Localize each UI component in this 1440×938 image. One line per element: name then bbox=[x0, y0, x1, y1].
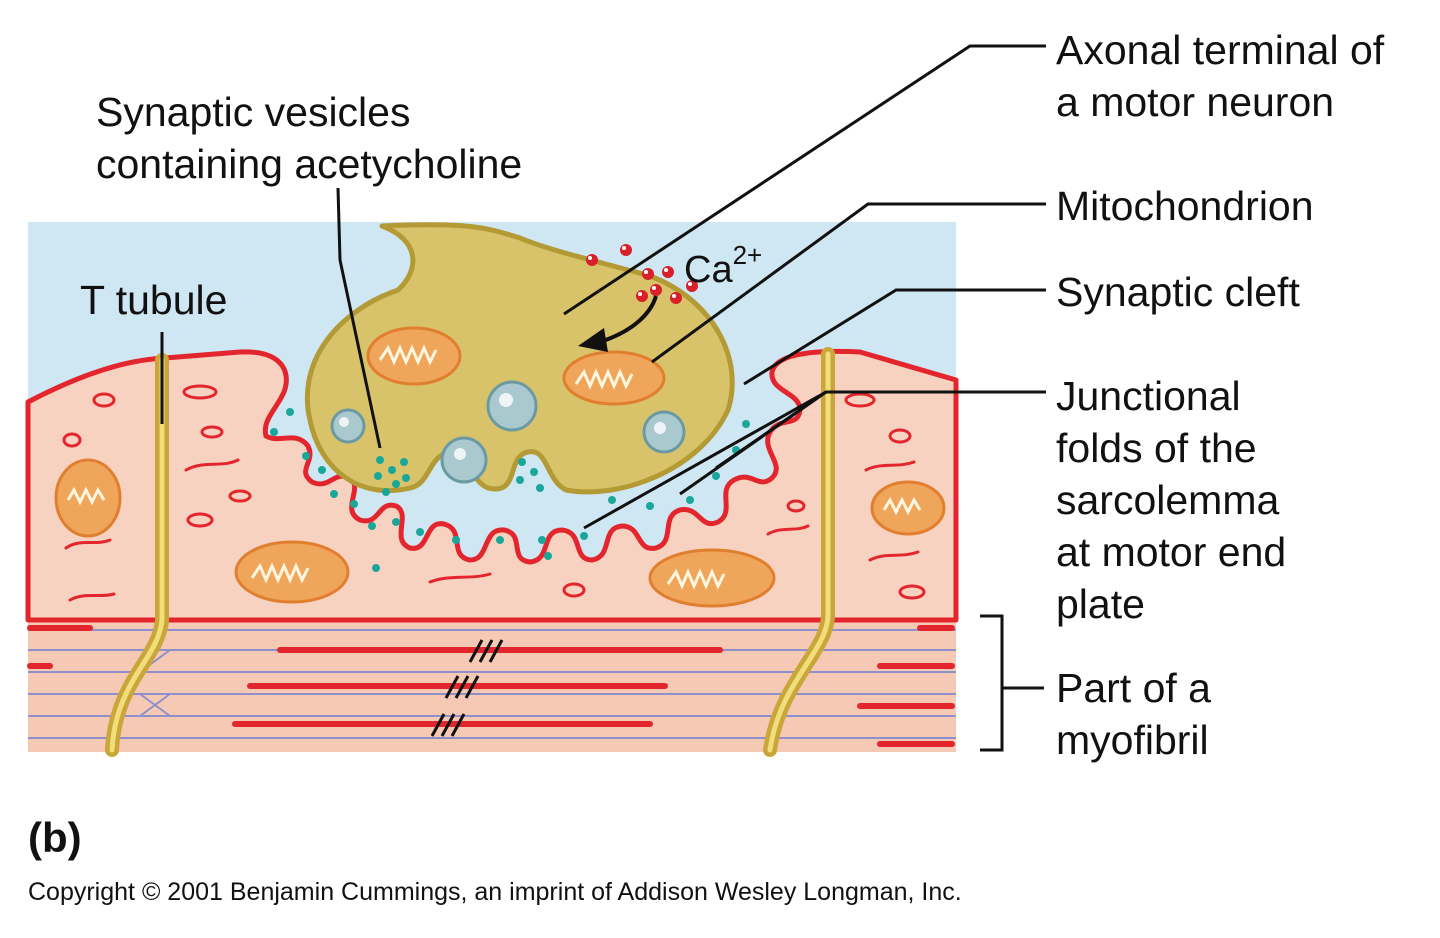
synaptic-vesicles bbox=[330, 380, 686, 484]
sarcoplasmic-reticulum bbox=[62, 384, 926, 602]
panel-tag: (b) bbox=[28, 814, 82, 861]
label-synaptic-cleft: Synaptic cleft bbox=[1056, 269, 1300, 315]
label-t-tubule: T tubule bbox=[80, 277, 228, 323]
copyright-notice: Copyright © 2001 Benjamin Cummings, an i… bbox=[28, 878, 962, 906]
label-junctional-folds: Junctional folds of the sarcolemma at mo… bbox=[1056, 373, 1287, 627]
leader-lines bbox=[160, 44, 1046, 752]
label-axonal-terminal: Axonal terminal of a motor neuron bbox=[1056, 27, 1385, 125]
label-myofibril: Part of a myofibril bbox=[1056, 665, 1211, 763]
axonal-terminal bbox=[304, 222, 735, 495]
acetylcholine bbox=[270, 408, 750, 572]
label-calcium-ion: Ca2+ bbox=[684, 240, 763, 291]
arrowhead bbox=[578, 328, 608, 352]
calcium-influx-arrow bbox=[599, 295, 658, 344]
label-mitochondrion: Mitochondrion bbox=[1056, 183, 1314, 229]
mitochondria bbox=[54, 326, 946, 608]
label-synaptic-vesicles: Synaptic vesicles containing acetycholin… bbox=[96, 89, 523, 187]
